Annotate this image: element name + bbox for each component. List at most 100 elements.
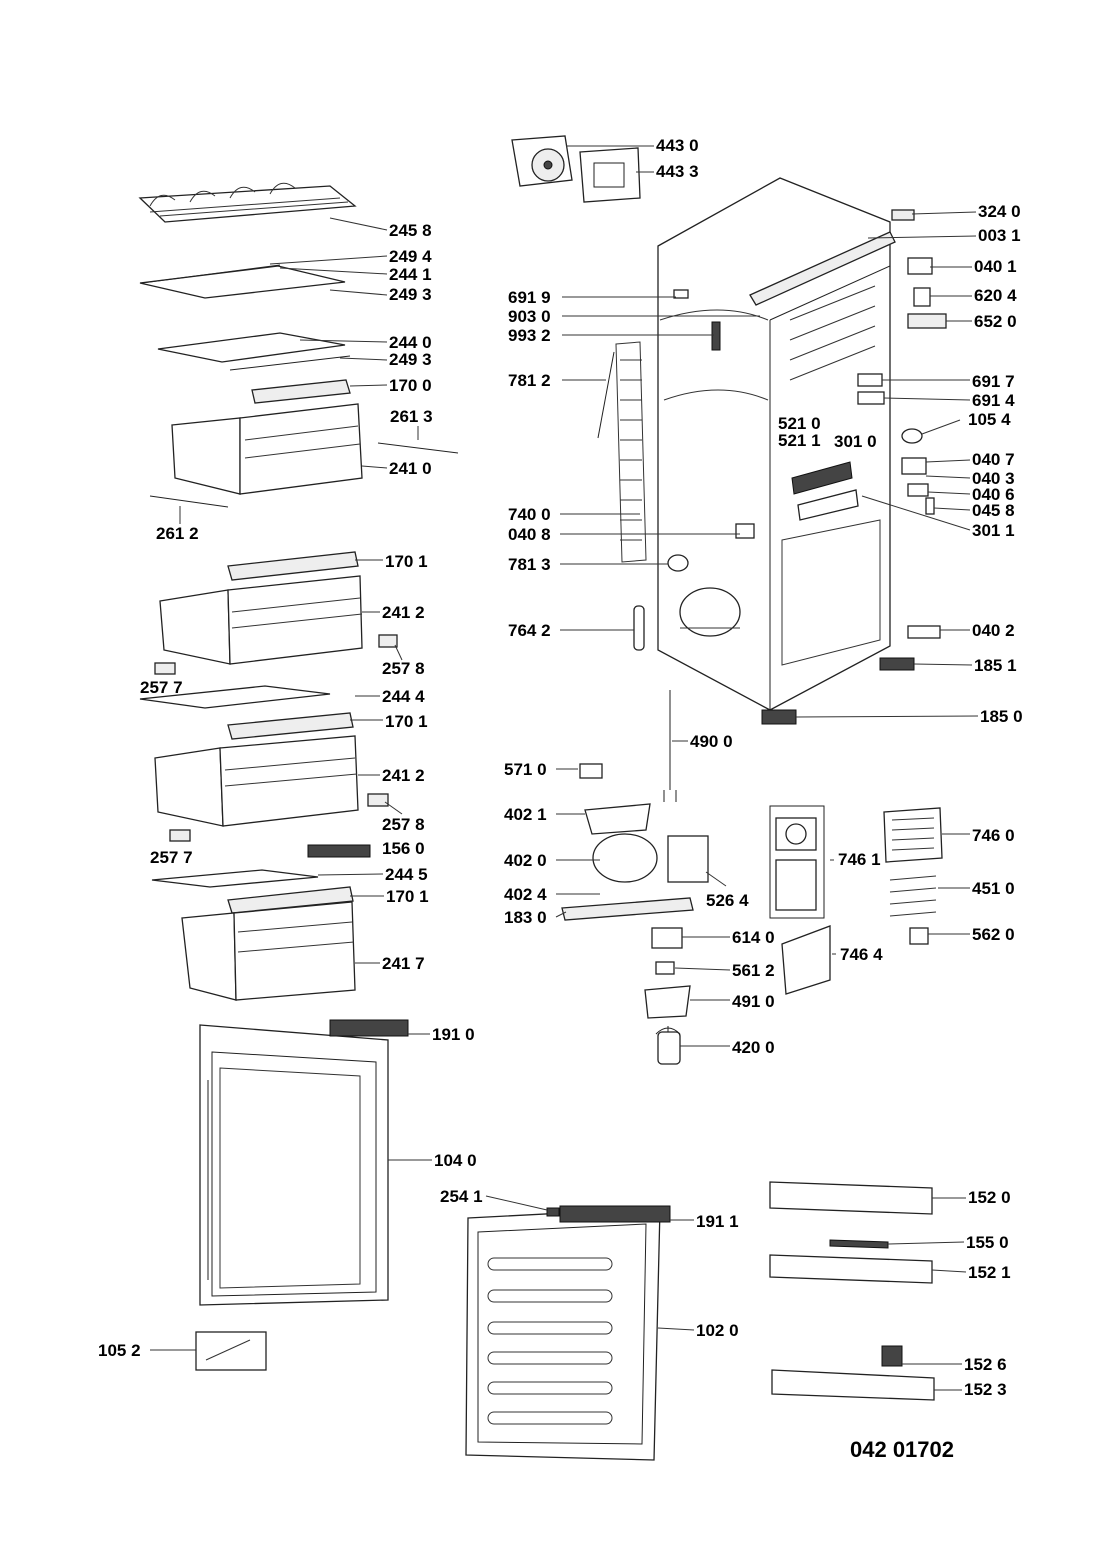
part-label-261-2: 261 2 xyxy=(156,524,199,543)
drawer-cover-170-1-a xyxy=(227,551,359,581)
part-label-571-0: 571 0 xyxy=(504,760,547,779)
part-label-324-0: 324 0 xyxy=(978,202,1021,221)
part-label-746-0: 746 0 xyxy=(972,826,1015,845)
thermostat-box-521 xyxy=(791,461,859,521)
part-label-185-1: 185 1 xyxy=(974,656,1017,675)
part-label-040-3: 040 3 xyxy=(972,469,1015,488)
part-label-191-0: 191 0 xyxy=(432,1025,475,1044)
part-label-443-0: 443 0 xyxy=(656,136,699,155)
part-label-170-1-a: 170 1 xyxy=(385,552,428,571)
part-label-244-5: 244 5 xyxy=(385,865,428,884)
part-label-040-1: 040 1 xyxy=(974,257,1017,276)
part-label-045-8: 045 8 xyxy=(972,501,1015,520)
part-label-257-7-b: 257 7 xyxy=(150,848,193,867)
part-label-170-1-c: 170 1 xyxy=(386,887,429,906)
part-label-764-2: 764 2 xyxy=(508,621,551,640)
fan-cover-443-3 xyxy=(579,147,641,203)
part-label-691-7: 691 7 xyxy=(972,372,1015,391)
part-label-402-0: 402 0 xyxy=(504,851,547,870)
evaporator-group xyxy=(769,805,943,995)
part-label-562-0: 562 0 xyxy=(972,925,1015,944)
part-label-614-0: 614 0 xyxy=(732,928,775,947)
glass-shelf-244-0 xyxy=(157,332,351,371)
drawer-cover-170-1-b xyxy=(227,712,354,740)
part-label-040-2: 040 2 xyxy=(972,621,1015,640)
part-label-490-0: 490 0 xyxy=(690,732,733,751)
part-label-170-1-b: 170 1 xyxy=(385,712,428,731)
part-label-691-9: 691 9 xyxy=(508,288,551,307)
part-label-402-1: 402 1 xyxy=(504,805,547,824)
compressor-group xyxy=(561,690,709,1065)
part-label-249-3-b: 249 3 xyxy=(389,350,432,369)
freezer-drawer-241-7 xyxy=(181,901,356,1001)
part-label-521-0: 521 0 xyxy=(778,414,821,433)
part-label-152-0: 152 0 xyxy=(968,1188,1011,1207)
cabinet-small-parts xyxy=(673,209,947,725)
part-label-245-8: 245 8 xyxy=(389,221,432,240)
cabinet-body xyxy=(657,177,896,711)
part-label-620-4: 620 4 xyxy=(974,286,1017,305)
part-label-257-7-a: 257 7 xyxy=(140,678,183,697)
part-label-746-4: 746 4 xyxy=(840,945,883,964)
drawer-cover-170-0 xyxy=(251,379,351,404)
glass-shelf-244-4 xyxy=(139,685,331,709)
part-label-257-8-a: 257 8 xyxy=(382,659,425,678)
crisper-drawer-241-0 xyxy=(149,403,459,508)
part-label-102-0: 102 0 xyxy=(696,1321,739,1340)
part-label-241-2-a: 241 2 xyxy=(382,603,425,622)
part-label-491-0: 491 0 xyxy=(732,992,775,1011)
part-label-244-4: 244 4 xyxy=(382,687,425,706)
part-label-241-0: 241 0 xyxy=(389,459,432,478)
part-label-156-0: 156 0 xyxy=(382,839,425,858)
part-label-040-7: 040 7 xyxy=(972,450,1015,469)
part-label-104-0: 104 0 xyxy=(434,1151,477,1170)
part-label-170-0: 170 0 xyxy=(389,376,432,395)
glass-shelf-upper xyxy=(139,264,346,299)
part-label-993-2: 993 2 xyxy=(508,326,551,345)
part-label-301-0: 301 0 xyxy=(834,432,877,451)
part-label-254-1: 254 1 xyxy=(440,1187,483,1206)
part-label-652-0: 652 0 xyxy=(974,312,1017,331)
part-label-443-3: 443 3 xyxy=(656,162,699,181)
freezer-door-102-0 xyxy=(465,1205,671,1461)
part-label-185-0: 185 0 xyxy=(980,707,1023,726)
compressor-small xyxy=(633,554,741,651)
part-label-903-0: 903 0 xyxy=(508,307,551,326)
part-label-105-2: 105 2 xyxy=(98,1341,141,1360)
part-label-152-3: 152 3 xyxy=(964,1380,1007,1399)
part-label-746-1: 746 1 xyxy=(838,850,881,869)
part-label-244-1: 244 1 xyxy=(389,265,432,284)
part-label-244-0: 244 0 xyxy=(389,333,432,352)
part-label-249-3-a: 249 3 xyxy=(389,285,432,304)
part-label-781-2: 781 2 xyxy=(508,371,551,390)
part-label-241-7: 241 7 xyxy=(382,954,425,973)
part-label-241-2-b: 241 2 xyxy=(382,766,425,785)
part-label-526-4: 526 4 xyxy=(706,891,749,910)
freezer-drawer-241-2-b xyxy=(154,735,389,858)
part-label-781-3: 781 3 xyxy=(508,555,551,574)
part-label-261-3: 261 3 xyxy=(390,407,433,426)
drawer-cover-170-1-c xyxy=(227,886,354,914)
part-label-561-2: 561 2 xyxy=(732,961,775,980)
part-label-257-8-b: 257 8 xyxy=(382,815,425,834)
condenser-pipe-740-0 xyxy=(597,341,647,563)
part-label-191-1: 191 1 xyxy=(696,1212,739,1231)
part-label-249-4: 249 4 xyxy=(389,247,432,266)
part-label-451-0: 451 0 xyxy=(972,879,1015,898)
wire-shelf xyxy=(138,182,357,223)
part-label-691-4: 691 4 xyxy=(972,391,1015,410)
part-label-040-8: 040 8 xyxy=(508,525,551,544)
leader-lines xyxy=(150,145,979,1391)
part-label-301-1: 301 1 xyxy=(972,521,1015,540)
part-label-420-0: 420 0 xyxy=(732,1038,775,1057)
door-shelves xyxy=(769,1181,935,1401)
hinge-105-2 xyxy=(195,1331,267,1371)
part-label-183-0: 183 0 xyxy=(504,908,547,927)
part-label-152-1: 152 1 xyxy=(968,1263,1011,1282)
fan-motor-443-0 xyxy=(511,135,573,187)
part-label-003-1: 003 1 xyxy=(978,226,1021,245)
document-code: 042 01702 xyxy=(850,1437,954,1462)
part-label-155-0: 155 0 xyxy=(966,1233,1009,1252)
